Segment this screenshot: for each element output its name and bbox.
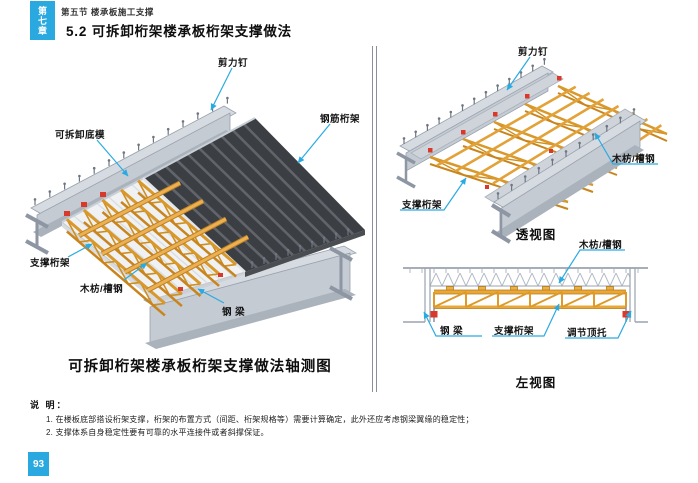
lv-label-steel-beam: 钢 梁 [440,326,464,337]
persp-jacks [428,76,562,189]
persp-label-shear-stud: 剪力钉 [518,47,549,58]
note-item: 1. 在楼板底部搭设桁架支撑，桁架的布置方式（间距、桁架规格等）需要计算确定，此… [46,414,474,424]
persp-label-support-truss: 支撑桁架 [402,200,443,211]
left-view-caption: 左视图 [515,376,557,390]
axonometric-diagram [25,96,365,349]
leader-lines [67,56,658,339]
axo-label-shear-stud: 剪力钉 [218,58,249,69]
perspective-caption: 透视图 [515,228,557,242]
notes-section: 说 明： 1. 在楼板底部搭设桁架支撑，桁架的布置方式（间距、桁架规格等）需要计… [30,398,680,438]
axo-label-support-truss: 支撑桁架 [30,258,71,269]
lv-adjustable-jacks [430,307,630,322]
page-number-badge: 93 [28,452,49,476]
perspective-diagram [396,57,668,244]
left-view-diagram [403,267,648,323]
axo-label-removable-form: 可拆卸底模 [55,130,106,141]
section-header: 第五节 楼承板施工支撑 [61,7,154,17]
chapter-tab: 第七章 [30,1,55,40]
axonometric-caption: 可拆卸桁架楼承板桁架支撑做法轴测图 [68,359,332,375]
notes-heading: 说 明： [30,400,68,410]
column-divider [372,46,377,392]
lv-support-truss [433,289,627,309]
axo-label-rebar-truss: 钢筋桁架 [320,114,361,125]
page-title: 5.2 可拆卸桁架楼承板桁架支撑做法 [66,24,292,39]
note-item: 2. 支撑体系自身稳定性要有可靠的水平连接件或者斜撑保证。 [46,428,269,437]
axo-label-steel-beam: 钢 梁 [222,307,246,318]
lv-steel-beam-columns [403,268,648,323]
axo-label-batten: 木枋/槽钢 [80,284,124,295]
lv-label-batten: 木枋/槽钢 [579,240,623,251]
persp-label-batten: 木枋/槽钢 [612,154,656,165]
axo-battens [77,180,250,293]
lv-label-adjustable-jack: 调节顶托 [567,328,608,339]
lv-label-support-truss: 支撑桁架 [494,326,535,337]
axo-jacks [64,192,223,291]
